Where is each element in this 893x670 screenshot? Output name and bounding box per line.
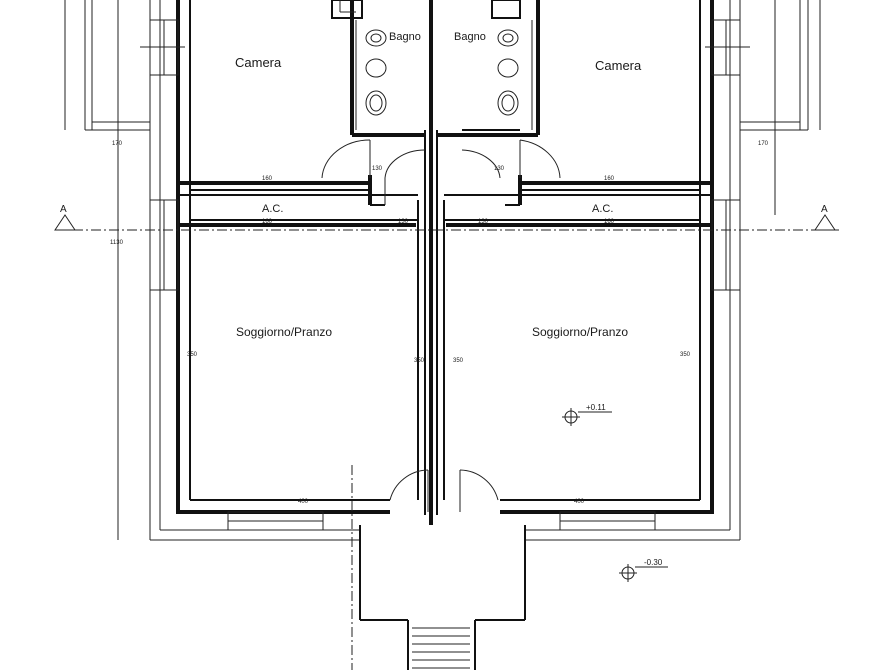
section-line xyxy=(54,214,840,670)
room-label-camera-left: Camera xyxy=(235,55,282,70)
bathroom-right xyxy=(437,0,540,137)
dimension-label: 160 xyxy=(604,176,615,182)
bathroom-left xyxy=(331,0,425,137)
dimension-label: 350 xyxy=(187,352,198,358)
dimension-label: 160 xyxy=(604,219,615,225)
dimension-label: 160 xyxy=(262,176,273,182)
dimension-label: 400 xyxy=(298,499,309,505)
dimension-label: 160 xyxy=(262,219,273,225)
room-label-ac-left: A.C. xyxy=(262,203,283,215)
main-walls xyxy=(176,0,714,525)
room-label-bagno-right: Bagno xyxy=(454,31,486,43)
room-label-soggiorno-left: Soggiorno/Pranzo xyxy=(236,325,332,339)
dimension-label: 170 xyxy=(758,141,769,147)
section-mark-left: A xyxy=(60,204,67,215)
room-label-ac-right: A.C. xyxy=(592,203,613,215)
entrance-porch xyxy=(359,525,526,670)
room-label-camera-right: Camera xyxy=(595,58,642,73)
dimension-label: 170 xyxy=(112,141,123,147)
room-label-soggiorno-right: Soggiorno/Pranzo xyxy=(532,325,628,339)
dimension-label: 350 xyxy=(453,358,464,364)
level-outer: -0.30 xyxy=(644,558,663,567)
dimension-label: 130 xyxy=(478,219,489,225)
dimension-label: 130 xyxy=(398,219,409,225)
level-markers xyxy=(562,408,668,582)
dimension-label: 1130 xyxy=(110,240,124,246)
doors xyxy=(321,139,561,512)
dimension-label: 400 xyxy=(574,499,585,505)
dimension-label: 350 xyxy=(414,358,425,364)
room-label-bagno-left: Bagno xyxy=(389,31,421,43)
dimension-label: 350 xyxy=(680,352,691,358)
level-inner: +0.11 xyxy=(586,403,606,412)
dimension-label: 130 xyxy=(372,166,383,172)
windows xyxy=(140,19,750,531)
dimension-label: 130 xyxy=(494,166,505,172)
section-mark-right: A xyxy=(821,204,828,215)
